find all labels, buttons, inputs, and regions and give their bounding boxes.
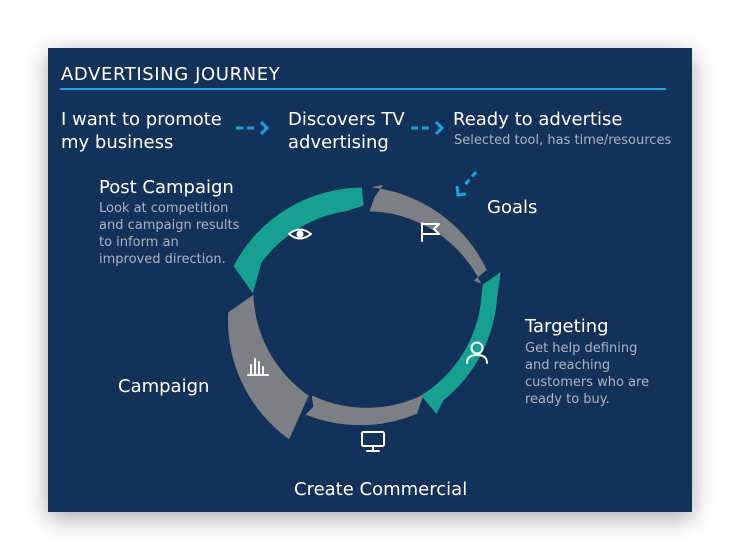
advertising-journey-card: ADVERTISING JOURNEY I want to promote my… [48,48,692,512]
journey-step-ready: Ready to advertise [453,109,623,130]
journey-step-discovers-tv: Discovers TV advertising [288,109,405,153]
dashed-arrow-1 [236,120,270,136]
dashed-arrow-3 [455,171,478,197]
monitor-icon [361,431,385,452]
segment-post-campaign [233,187,364,294]
cycle-segments [227,184,501,440]
dashed-arrow-2 [411,120,445,136]
page-title: ADVERTISING JOURNEY [61,64,281,85]
segment-create-commercial [305,394,424,426]
cycle-label-goals: Goals [487,197,538,218]
eye-icon [288,228,312,240]
journey-cycle-diagram [227,120,501,452]
cycle-desc-post-campaign: Look at competition and campaign results… [99,201,240,267]
cycle-label-campaign: Campaign [118,376,210,397]
journey-step-promote: I want to promote my business [61,109,222,153]
cycle-label-create-commercial: Create Commercial [294,479,468,500]
journey-step-ready-detail: Selected tool, has time/resources [454,133,672,148]
cycle-label-targeting: Targeting [525,316,609,337]
segment-campaign [227,294,309,440]
bar-chart-icon [247,358,269,376]
segment-targeting [421,272,501,414]
flag-icon [421,222,440,242]
segment-goals [369,184,487,284]
person-icon [466,341,488,364]
cycle-desc-targeting: Get help defining and reaching customers… [525,341,650,407]
cycle-label-post-campaign: Post Campaign [99,177,234,198]
title-underline [60,88,666,90]
